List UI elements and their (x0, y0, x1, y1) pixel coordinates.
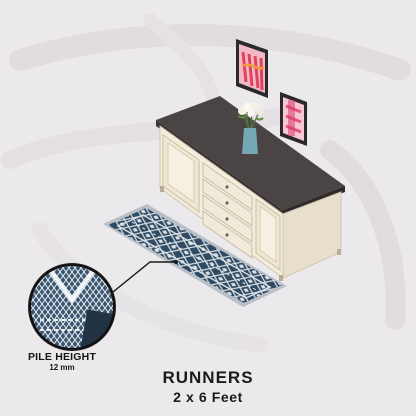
abstract-art-frame-small-icon (280, 92, 307, 146)
zoom-pointer-line (112, 261, 176, 293)
product-size: 2 x 6 Feet (173, 389, 243, 405)
pile-height-value: 12 mm (49, 363, 75, 372)
product-caption: RUNNERS 2 x 6 Feet (108, 368, 308, 406)
product-title: RUNNERS (162, 368, 254, 387)
pile-height-title: PILE HEIGHT (27, 351, 97, 363)
runner-rug (103, 204, 287, 307)
pile-height-label: PILE HEIGHT 12 mm (8, 351, 116, 373)
background-brush-strokes (1, 13, 411, 353)
rug-closeup-icon (28, 263, 116, 351)
flower-vase-icon (237, 102, 264, 154)
abstract-art-frame-icon (236, 39, 268, 98)
